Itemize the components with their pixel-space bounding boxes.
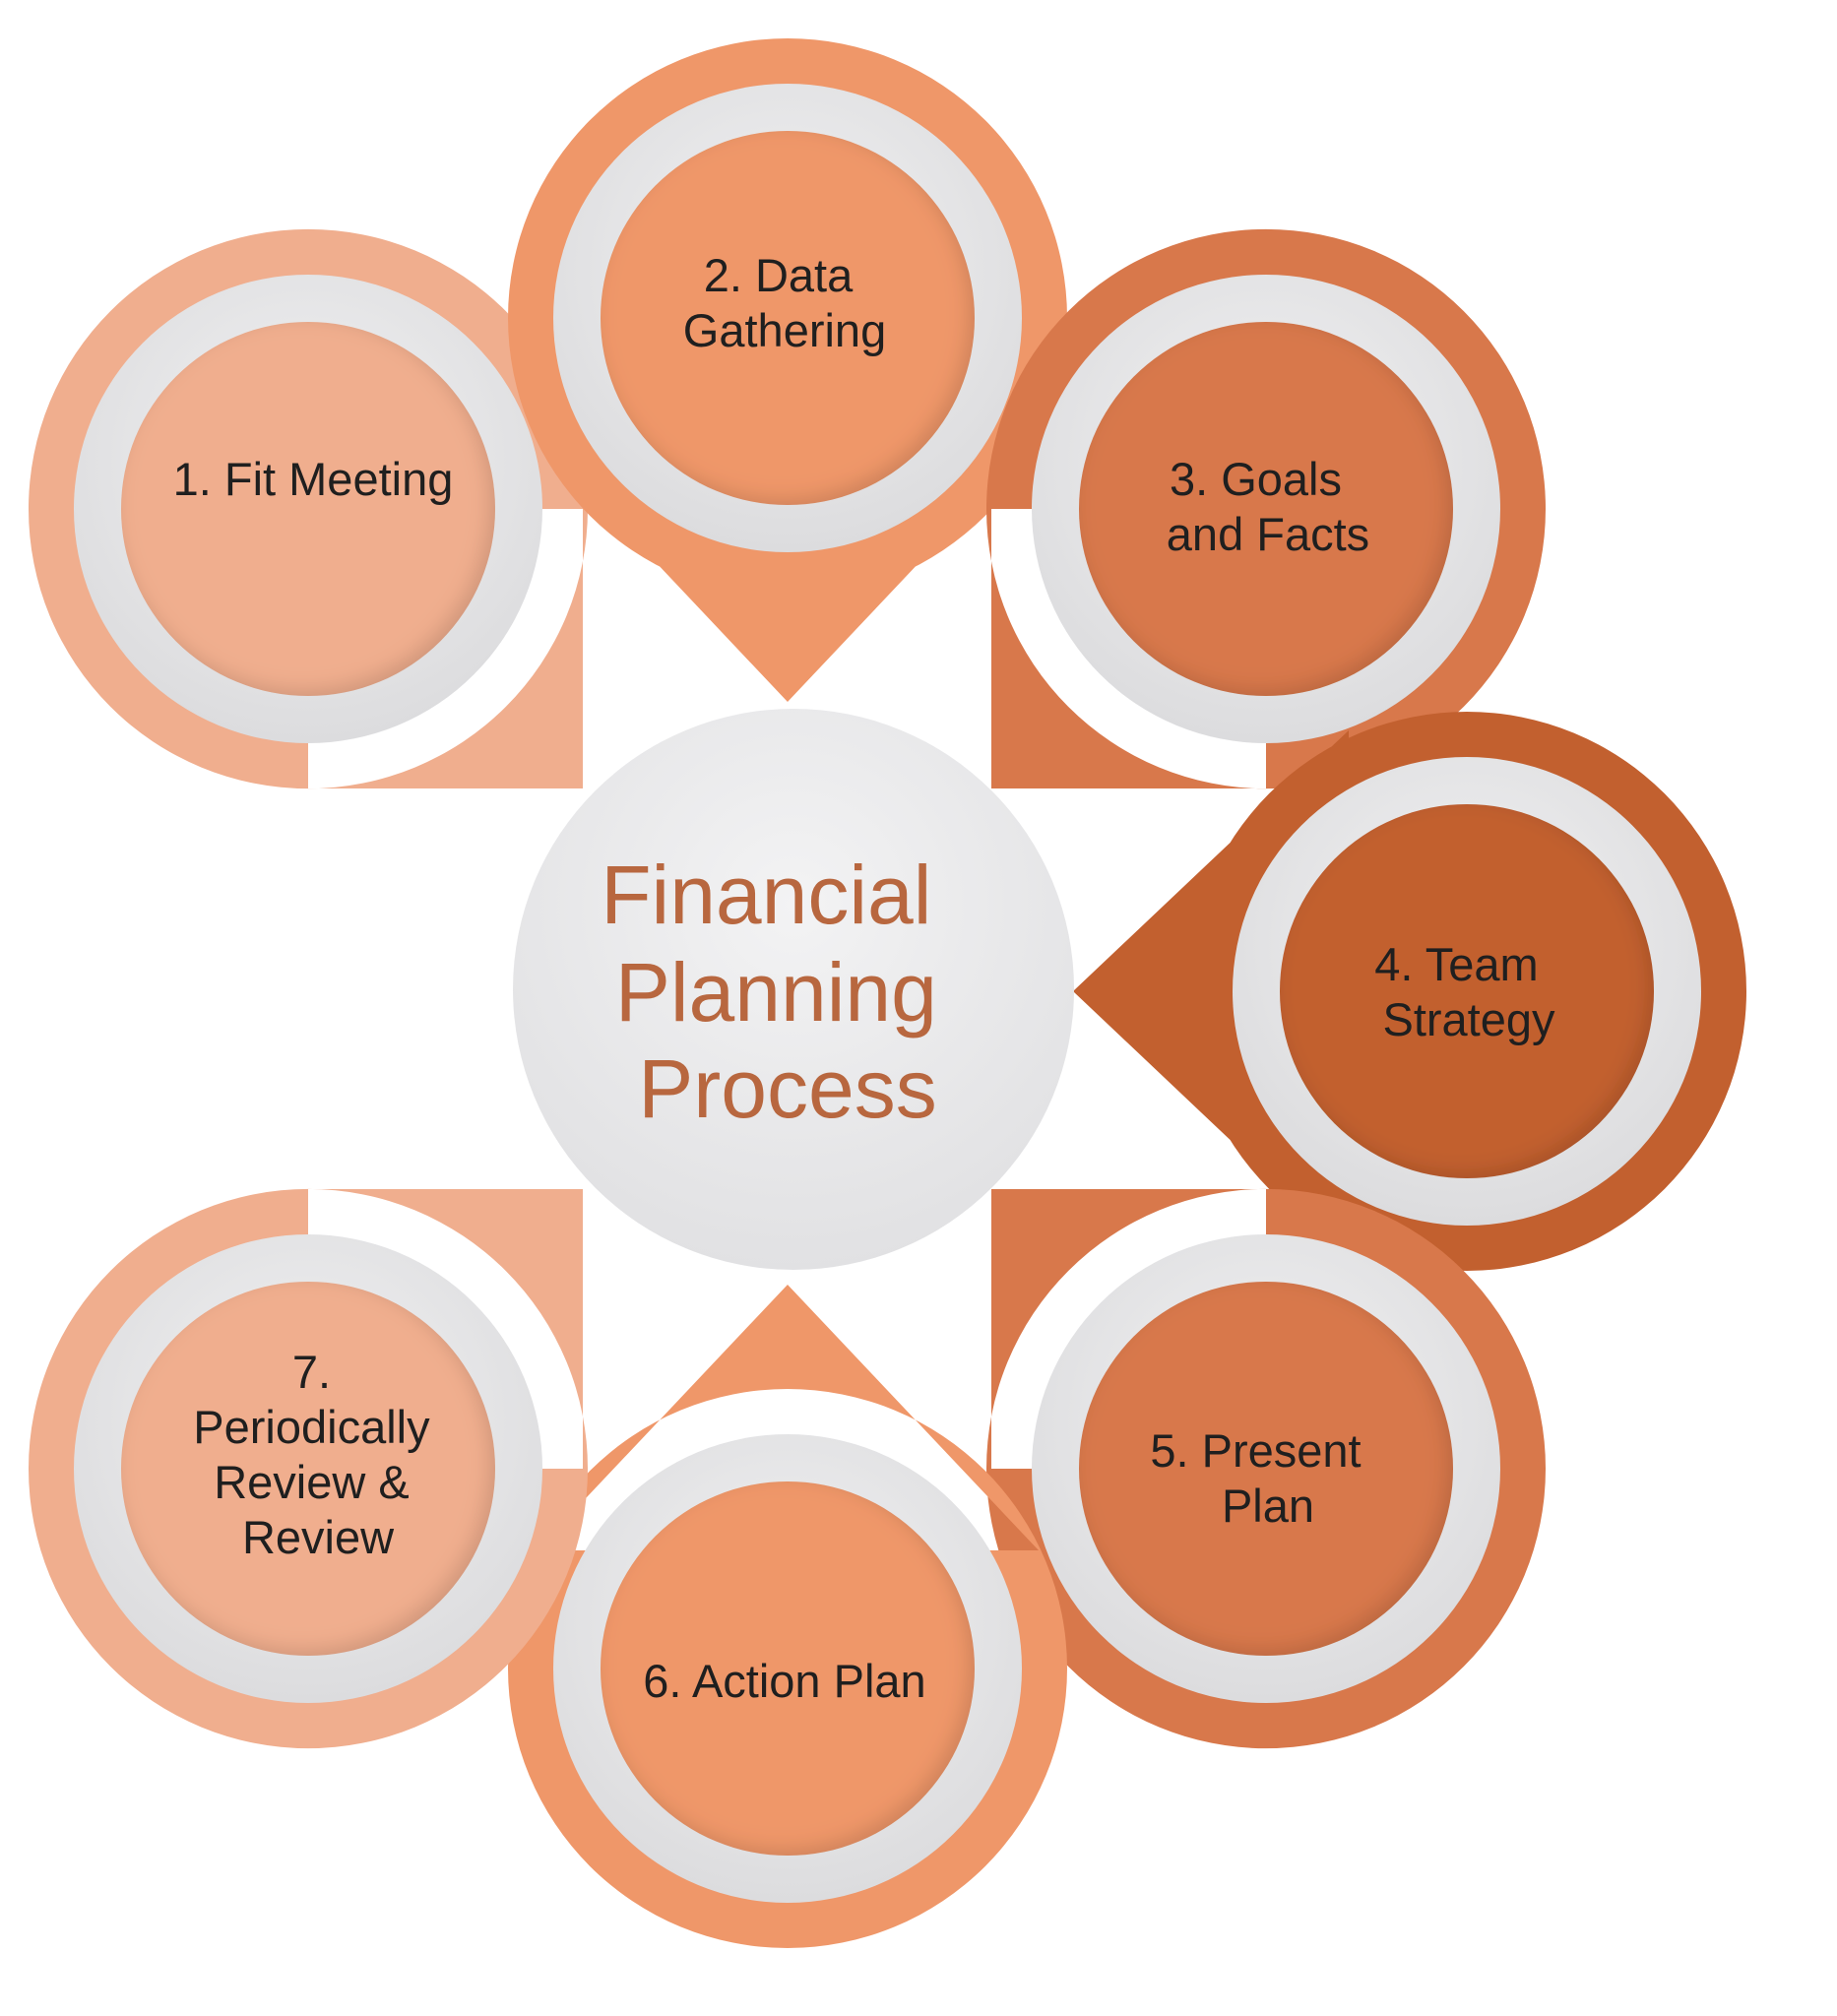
center-title-line-3: Process (638, 1042, 936, 1135)
step-5-label: 5. Present Plan (1150, 1424, 1373, 1532)
step-6-badge[interactable]: 6. Action Plan (553, 1434, 1022, 1903)
step-3-line-2: and Facts (1167, 508, 1369, 560)
step-5-line-1: 5. Present (1150, 1424, 1361, 1477)
step-4-line-1: 4. Team (1374, 938, 1538, 990)
step-7-line-2: Periodically (193, 1401, 430, 1453)
step-4-line-2: Strategy (1382, 993, 1555, 1045)
center-title-line-1: Financial (601, 849, 931, 941)
step-1-label: 1. Fit Meeting (173, 453, 454, 505)
step-5-line-2: Plan (1222, 1480, 1314, 1532)
step-6-label: 6. Action Plan (643, 1655, 925, 1707)
step-4-badge[interactable]: 4. Team Strategy (1233, 757, 1701, 1226)
center-circle: Financial Planning Process (513, 709, 1074, 1270)
step-7-badge[interactable]: 7. Periodically Review & Review (74, 1234, 542, 1703)
step-3-label: 3. Goals and Facts (1167, 453, 1369, 560)
step-2-label: 2. Data Gathering (683, 249, 886, 356)
step-4-label: 4. Team Strategy (1374, 938, 1555, 1045)
step-6-line-1: 6. Action Plan (643, 1655, 925, 1707)
center-title: Financial Planning Process (601, 849, 960, 1135)
step-5-badge[interactable]: 5. Present Plan (1032, 1234, 1500, 1703)
step-7-line-3: Review & (214, 1456, 410, 1508)
step-3-line-1: 3. Goals (1170, 453, 1342, 505)
step-2-line-2: Gathering (683, 304, 886, 356)
step-3-badge[interactable]: 3. Goals and Facts (1032, 275, 1500, 743)
step-7-label: 7. Periodically Review & Review (193, 1346, 442, 1563)
step-2-line-1: 2. Data (704, 249, 854, 301)
step-1-badge[interactable]: 1. Fit Meeting (74, 275, 542, 743)
step-7-line-4: Review (242, 1511, 395, 1563)
center-title-line-2: Planning (615, 946, 937, 1039)
step-1-line-1: 1. Fit Meeting (173, 453, 454, 505)
step-2-badge[interactable]: 2. Data Gathering (553, 84, 1022, 552)
step-7-line-1: 7. (292, 1346, 331, 1398)
